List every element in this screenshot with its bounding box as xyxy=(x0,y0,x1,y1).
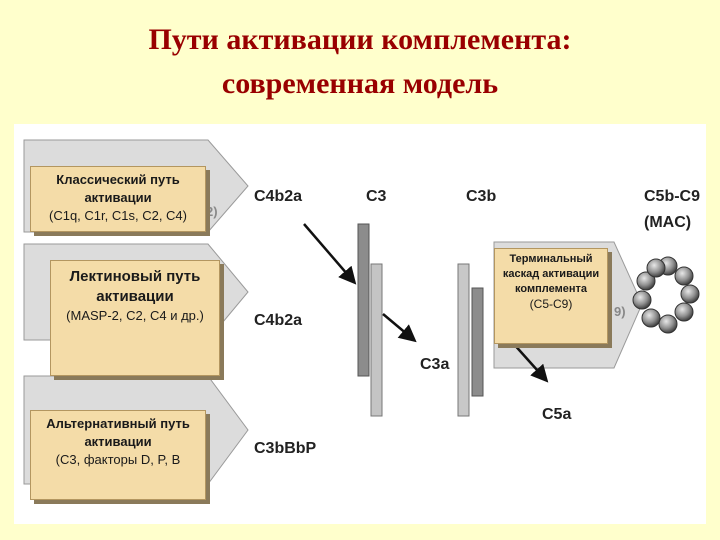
arrow-c5a xyxy=(511,341,549,383)
c3b-bar-dark xyxy=(471,287,484,397)
lectin-pathway-box: Лектиновый путь активации (MASP-2, C2, C… xyxy=(50,260,220,376)
terminal-cascade-box: Терминальный каскад активации комплемент… xyxy=(494,248,608,344)
terminal-cascade-components: (C5-C9) xyxy=(529,297,573,311)
arrow-c3-convert xyxy=(303,223,357,285)
label-c5b-c9: C5b-C9 xyxy=(644,188,701,205)
label-c3: C3 xyxy=(366,188,387,205)
hidden-fragment-9: 9) xyxy=(614,304,626,319)
title-line-2: современная модель xyxy=(221,67,499,100)
label-c4b2a-mid: C4b2a xyxy=(254,312,303,329)
label-c4b2a-top: C4b2a xyxy=(254,188,303,205)
classical-pathway-components: (C1q, C1r, C1s, C2, C4) xyxy=(49,208,187,223)
c3-bar-dark xyxy=(357,223,370,377)
arrow-c3a xyxy=(382,313,417,343)
alternative-pathway-name: Альтернативный путь активации xyxy=(46,416,190,449)
slide-title: Пути активации комплемента: современная … xyxy=(0,18,720,106)
c3b-bar-light xyxy=(457,263,470,417)
c3-bar-light xyxy=(370,263,383,417)
mac-pore-icon xyxy=(632,256,700,334)
label-c5a: C5a xyxy=(542,406,572,423)
label-c3bbbp: C3bBbP xyxy=(254,440,317,457)
title-line-1: Пути активации комплемента: xyxy=(148,23,572,56)
label-mac: (MAC) xyxy=(644,214,692,231)
diagram-panel: 2) C4b2a C4b2a C3bBbP C3 C3b C3a C5a 9) … xyxy=(14,124,706,524)
lectin-pathway-name: Лектиновый путь активации xyxy=(69,268,201,305)
classical-pathway-name: Классический путь активации xyxy=(56,172,180,205)
classical-pathway-box: Классический путь активации (C1q, C1r, C… xyxy=(30,166,206,232)
alternative-pathway-box: Альтернативный путь активации (C3, факто… xyxy=(30,410,206,500)
terminal-cascade-name: Терминальный каскад активации комплемент… xyxy=(502,253,600,295)
alternative-pathway-components: (C3, факторы D, P, B xyxy=(55,452,181,467)
label-c3a: C3a xyxy=(420,356,450,373)
lectin-pathway-components: (MASP-2, C2, C4 и др.) xyxy=(66,308,204,323)
label-c3b: C3b xyxy=(466,188,497,205)
hidden-fragment-2: 2) xyxy=(206,204,218,219)
